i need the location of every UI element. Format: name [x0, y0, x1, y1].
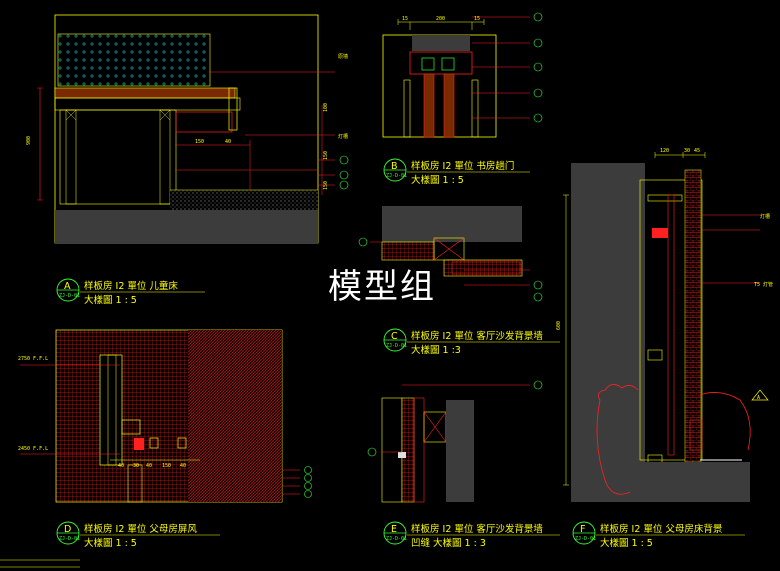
- detail-d-drawing: [20, 329, 312, 503]
- detail-d-dim-5: 40: [180, 463, 186, 469]
- detail-f-dim-side: 600: [556, 321, 562, 330]
- detail-a-dim-left: 900: [26, 136, 32, 145]
- title-f-line1: 样板房 I2 單位 父母房床背景: [600, 523, 722, 535]
- detail-b-dim-3: 15: [474, 16, 480, 22]
- title-c-line2: 大樣圖 1 :3: [411, 344, 461, 356]
- title-d-ref: ZJ-D-01: [59, 536, 80, 542]
- detail-b-dim-1: 15: [402, 16, 408, 22]
- detail-d-dim-1: 40: [118, 463, 124, 469]
- detail-d-elev-top: 2750 F.F.L: [18, 356, 48, 362]
- detail-b-dim-2: 200: [436, 16, 445, 22]
- title-a-line1: 样板房 I2 單位 儿童床: [84, 280, 178, 292]
- detail-e-drawing: [367, 380, 543, 503]
- detail-d-dim-3: 40: [146, 463, 152, 469]
- title-f-line2: 大樣圖 1 : 5: [600, 537, 653, 549]
- title-c-ref: ZJ-D-01: [386, 343, 407, 349]
- detail-f-dim-top-2: 30: [684, 148, 690, 154]
- detail-f-warn-mark: A: [757, 395, 760, 401]
- detail-a-dim-5: 150: [323, 181, 329, 190]
- detail-c-drawing: [358, 206, 543, 302]
- corner-mark: [0, 559, 80, 568]
- title-d-line1: 样板房 I2 單位 父母房屏风: [84, 523, 197, 535]
- detail-d-dim-2: 30: [133, 463, 139, 469]
- title-a-line2: 大樣圖 1 : 5: [84, 294, 137, 306]
- title-f-letter: F: [580, 524, 585, 535]
- title-e-line1: 样板房 I2 單位 客厅沙发背景墙: [411, 523, 543, 535]
- detail-f-dim-top-1: 120: [660, 148, 669, 154]
- title-b-ref: ZJ-D-01: [386, 173, 407, 179]
- detail-a-light-note: 灯槽: [338, 133, 348, 140]
- detail-f-light-note: 灯槽: [760, 213, 770, 220]
- title-block-b: B ZJ-D-01 样板房 I2 單位 书房趟门 大樣圖 1 : 5: [383, 158, 530, 186]
- title-c-letter: C: [391, 331, 398, 342]
- title-d-letter: D: [64, 524, 71, 535]
- title-e-ref: ZJ-D-01: [386, 536, 407, 542]
- title-e-line2: 凹缝 大樣圖 1 : 3: [411, 537, 486, 549]
- title-a-letter: A: [64, 281, 71, 292]
- detail-a-dim-1: 150: [195, 139, 204, 145]
- title-block-e: E ZJ-D-01 样板房 I2 單位 客厅沙发背景墙 凹缝 大樣圖 1 : 3: [383, 521, 560, 549]
- detail-a-dim-3: 100: [323, 103, 329, 112]
- title-block-c: C ZJ-D-01 样板房 I2 單位 客厅沙发背景墙 大樣圖 1 :3: [383, 328, 560, 356]
- title-c-line1: 样板房 I2 單位 客厅沙发背景墙: [411, 330, 543, 342]
- title-block-a: A ZJ-D-01 样板房 I2 單位 儿童床 大樣圖 1 : 5: [56, 278, 205, 306]
- title-b-line1: 样板房 I2 單位 书房趟门: [411, 160, 514, 172]
- detail-d-dim-4: 150: [162, 463, 171, 469]
- title-e-letter: E: [391, 524, 397, 535]
- detail-f-drawing: [563, 152, 769, 502]
- detail-a-wall-note: 原墙: [338, 53, 348, 60]
- title-a-ref: ZJ-D-01: [59, 293, 80, 299]
- title-block-d: D ZJ-D-01 样板房 I2 單位 父母房屏风 大樣圖 1 : 5: [56, 521, 220, 549]
- title-f-ref: ZJ-D-01: [575, 536, 596, 542]
- detail-f-t5-note: T5 灯管: [754, 281, 773, 288]
- title-b-line2: 大樣圖 1 : 5: [411, 174, 464, 186]
- watermark: 模型组: [328, 267, 436, 307]
- detail-a-dim-4: 150: [323, 151, 329, 160]
- detail-b-drawing: [382, 12, 543, 138]
- title-block-f: F ZJ-D-01 样板房 I2 單位 父母房床背景 大樣圖 1 : 5: [572, 521, 745, 549]
- title-b-letter: B: [391, 161, 398, 172]
- detail-f-dim-top-3: 45: [694, 148, 700, 154]
- detail-a-dim-2: 40: [225, 139, 231, 145]
- title-d-line2: 大樣圖 1 : 5: [84, 537, 137, 549]
- detail-d-elev-mid: 2450 F.F.L: [18, 446, 48, 452]
- detail-a-drawing: [37, 14, 349, 244]
